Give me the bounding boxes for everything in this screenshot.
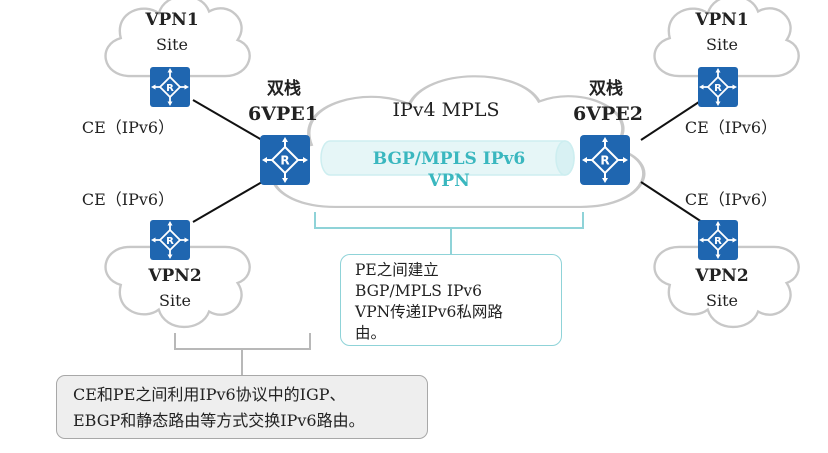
callout-pe-line: 由。 — [355, 324, 387, 342]
router-icon[interactable] — [697, 219, 739, 261]
router-icon[interactable] — [579, 134, 631, 186]
callout-pe-description: PE之间建立 BGP/MPLS IPv6 VPN传递IPv6私网路 由。 — [340, 254, 562, 346]
site-label-left-vpn2: Site — [159, 291, 191, 310]
callout-ce-line: CE和PE之间利用IPv6协议中的IGP、 — [73, 385, 346, 404]
link-ce-right-top — [640, 99, 703, 141]
site-label-left-vpn1: Site — [156, 35, 188, 54]
tunnel-label-line2: VPN — [427, 171, 470, 191]
callout-pe-line: VPN传递IPv6私网路 — [355, 303, 503, 321]
brace-core — [314, 212, 584, 254]
callout-ce-line: EBGP和静态路由等方式交换IPv6路由。 — [73, 411, 365, 430]
router-icon[interactable] — [697, 66, 739, 108]
ce-label-right-top: CE（IPv6） — [685, 118, 777, 137]
callout-pe-line: BGP/MPLS IPv6 — [355, 282, 483, 300]
ce-label-left-top: CE（IPv6） — [82, 118, 174, 137]
router-icon[interactable] — [149, 219, 191, 261]
ce-label-left-bottom: CE（IPv6） — [82, 190, 174, 209]
callout-ce-description: CE和PE之间利用IPv6协议中的IGP、 EBGP和静态路由等方式交换IPv6… — [56, 375, 428, 439]
ce-label-right-bottom: CE（IPv6） — [685, 190, 777, 209]
router-icon[interactable] — [149, 66, 191, 108]
link-ce-left-top — [192, 99, 263, 141]
site-label-right-vpn1: Site — [706, 35, 738, 54]
pe1-title-line1: 双栈 — [267, 78, 301, 99]
site-name-left-vpn2: VPN2 — [147, 266, 201, 286]
site-name-right-vpn1: VPN1 — [694, 10, 748, 30]
site-name-right-vpn2: VPN2 — [694, 266, 748, 286]
links — [192, 99, 703, 223]
link-ce-right-bottom — [640, 181, 703, 223]
vpn-tunnel — [320, 140, 575, 176]
tunnel-label-line1: BGP/MPLS IPv6 — [373, 149, 525, 169]
pe2-title-line1: 双栈 — [589, 78, 623, 99]
link-ce-left-bottom — [192, 181, 263, 223]
callout-pe-line: PE之间建立 — [355, 261, 439, 279]
pe2-title-line2: 6VPE2 — [573, 103, 643, 125]
site-label-right-vpn2: Site — [706, 291, 738, 310]
router-icon[interactable] — [259, 134, 311, 186]
core-cloud-label: IPv4 MPLS — [392, 99, 499, 121]
site-name-left-vpn1: VPN1 — [144, 10, 198, 30]
pe1-title-line2: 6VPE1 — [248, 103, 318, 125]
brace-access — [174, 333, 311, 375]
